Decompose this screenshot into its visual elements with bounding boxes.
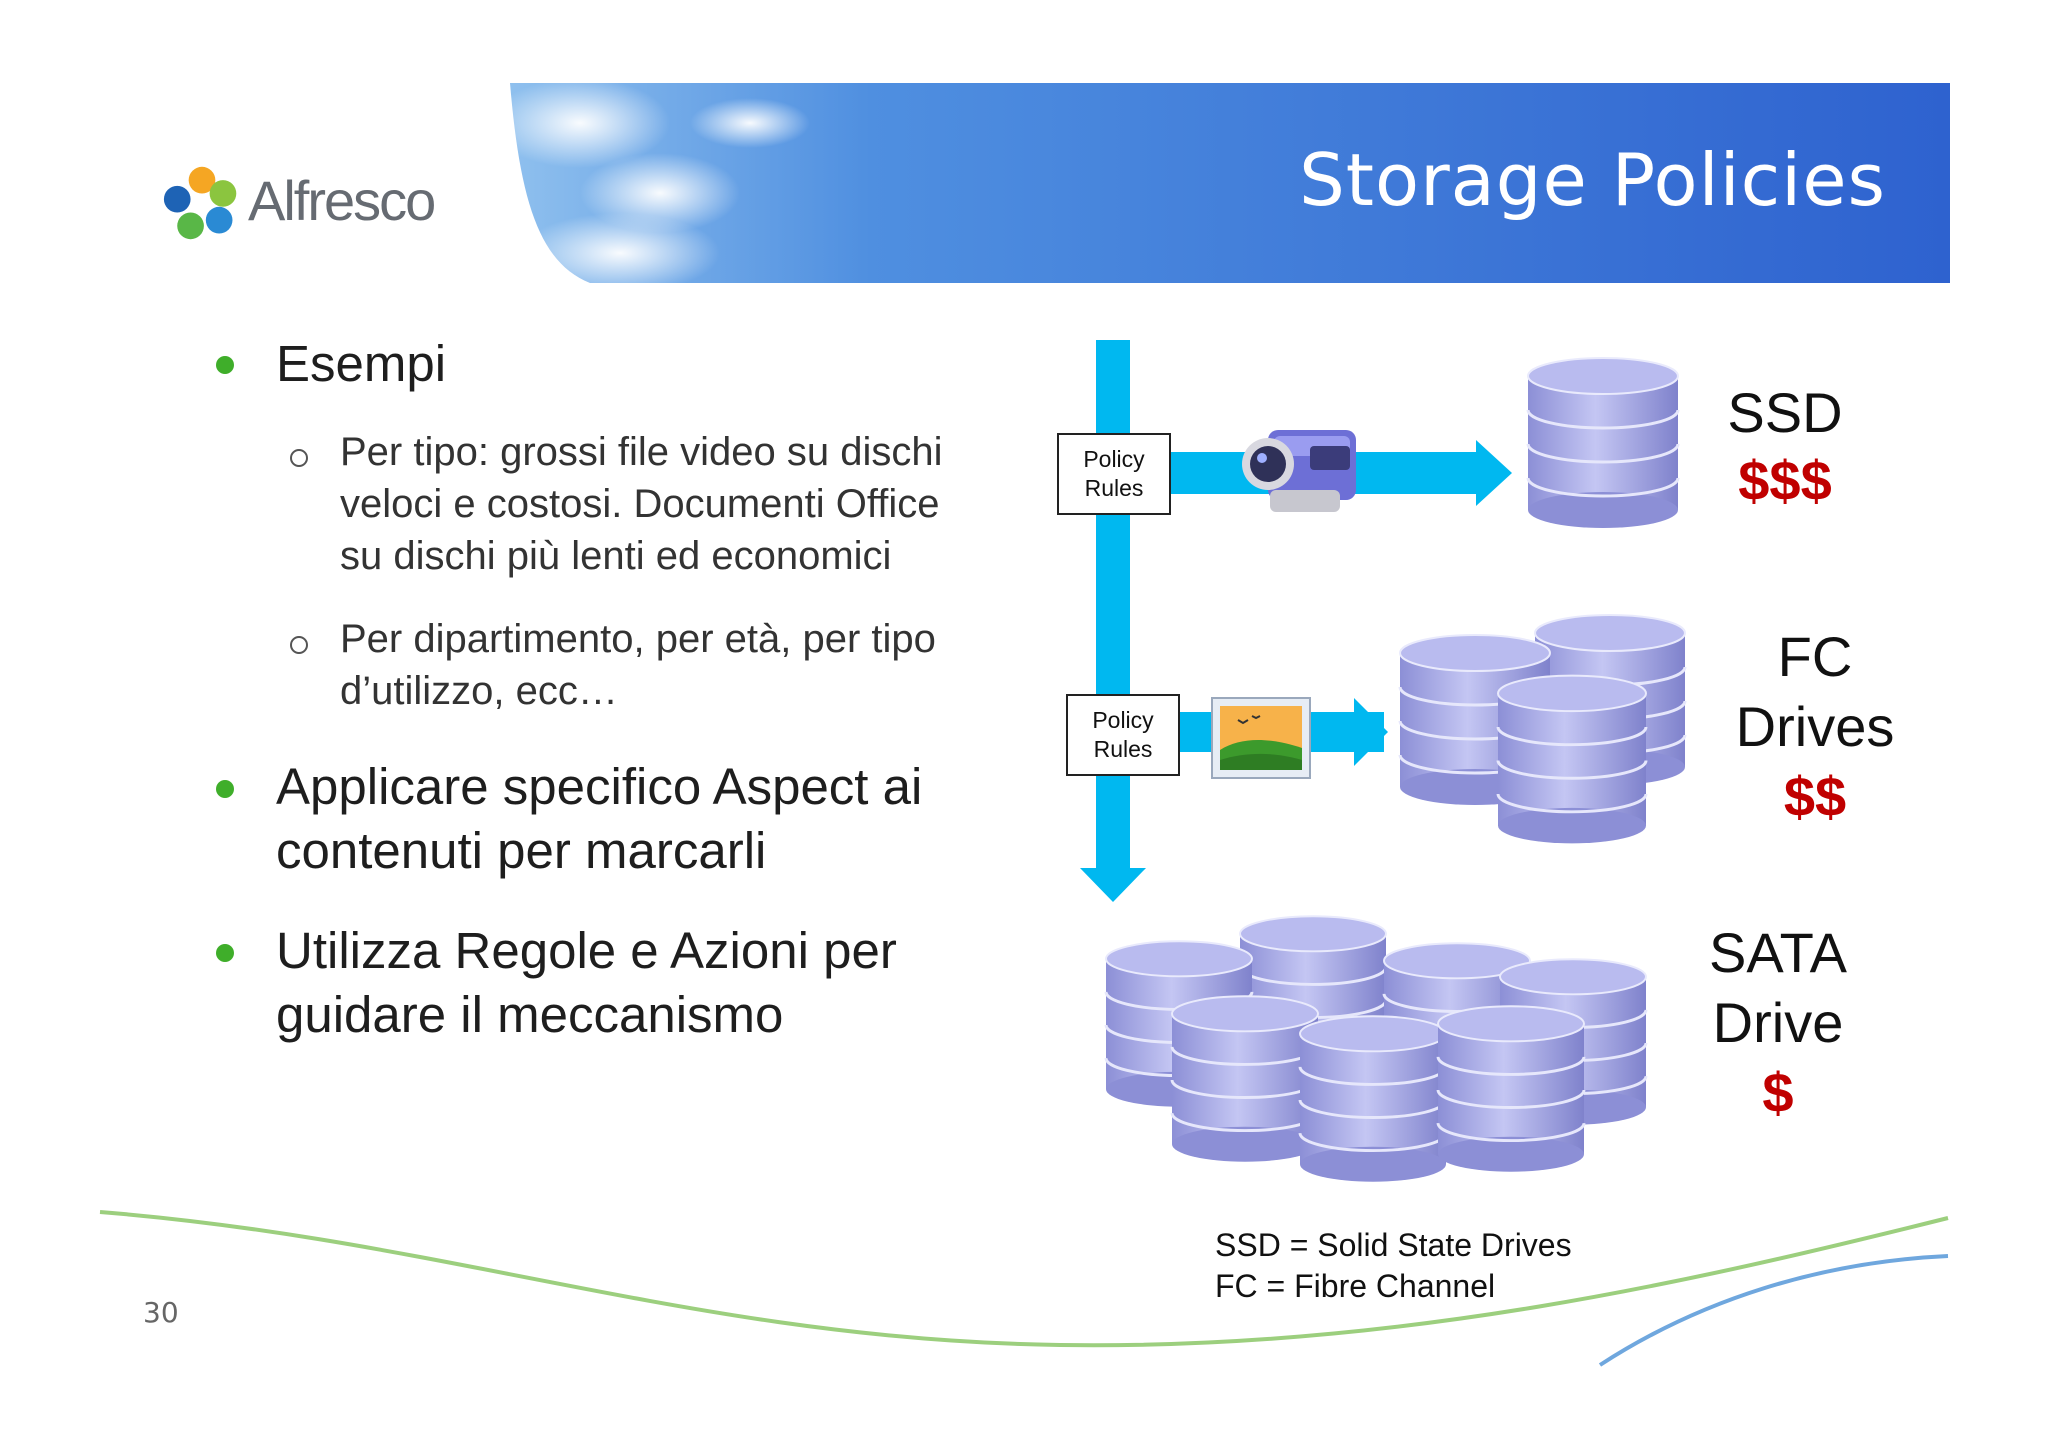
policy-label: Policy (1092, 707, 1154, 733)
header-banner (510, 83, 1950, 283)
video-camera-icon (1242, 430, 1356, 512)
text-line: Applicare specifico Aspect ai (276, 758, 923, 815)
tier-name: Drives (1735, 695, 1895, 758)
text-line: Per tipo: grossi file video su dischi (340, 430, 943, 474)
tier-fc-label: FC Drives $$ (1720, 622, 1910, 832)
policy-label: Rules (1093, 736, 1153, 762)
decor-swoosh (1598, 1254, 1949, 1367)
tier-price: $$ (1783, 765, 1847, 828)
picture-icon (1211, 697, 1311, 779)
bullet-esempi: Esempi (276, 335, 447, 392)
tier-price: $ (1762, 1061, 1794, 1124)
tier-price: $$$ (1738, 449, 1832, 512)
bullet-dot (216, 780, 234, 798)
text-line: contenuti per marcarli (276, 822, 767, 879)
text-line: su dischi più lenti ed economici (340, 534, 892, 578)
tier-sata-label: SATA Drive $ (1688, 918, 1868, 1128)
policy-label: Rules (1084, 475, 1144, 501)
tier-ssd-label: SSD $$$ (1700, 378, 1870, 516)
page-number: 30 (143, 1296, 179, 1329)
text-line: Per dipartimento, per età, per tipo (340, 617, 936, 661)
text-line: guidare il meccanismo (276, 986, 784, 1043)
sub-bullet-2: Per dipartimento, per età, per tipo d’ut… (340, 613, 936, 717)
text-line: Utilizza Regole e Azioni per (276, 922, 897, 979)
bullet-regole: Utilizza Regole e Azioni per guidare il … (276, 919, 897, 1047)
legend: SSD = Solid State Drives FC = Fibre Chan… (1215, 1225, 1572, 1307)
tier-name: FC (1777, 625, 1853, 688)
sub-bullet-1: Per tipo: grossi file video su dischi ve… (340, 426, 943, 582)
legend-line: SSD = Solid State Drives (1215, 1227, 1572, 1263)
bullet-dot (216, 944, 234, 962)
bullet-aspect: Applicare specifico Aspect ai contenuti … (276, 755, 922, 883)
sub-bullet-circle (290, 636, 308, 654)
legend-line: FC = Fibre Channel (1215, 1268, 1496, 1304)
bullet-dot (216, 356, 234, 374)
brand-name: Alfresco (248, 169, 436, 232)
text-line: d’utilizzo, ecc… (340, 669, 618, 713)
text-line: veloci e costosi. Documenti Office (340, 482, 940, 526)
sub-bullet-circle (290, 449, 308, 467)
tier-name: SATA (1709, 921, 1847, 984)
tier-name: SSD (1727, 381, 1843, 444)
policy-label: Policy (1083, 446, 1145, 472)
alfresco-logo-icon (163, 166, 237, 240)
policy-rules-box: Policy Rules (1066, 694, 1180, 776)
policy-rules-box: Policy Rules (1057, 433, 1171, 515)
tier-name: Drive (1712, 991, 1844, 1054)
decor-swoosh (99, 1210, 1949, 1348)
page-title: Storage Policies (1299, 138, 1886, 222)
